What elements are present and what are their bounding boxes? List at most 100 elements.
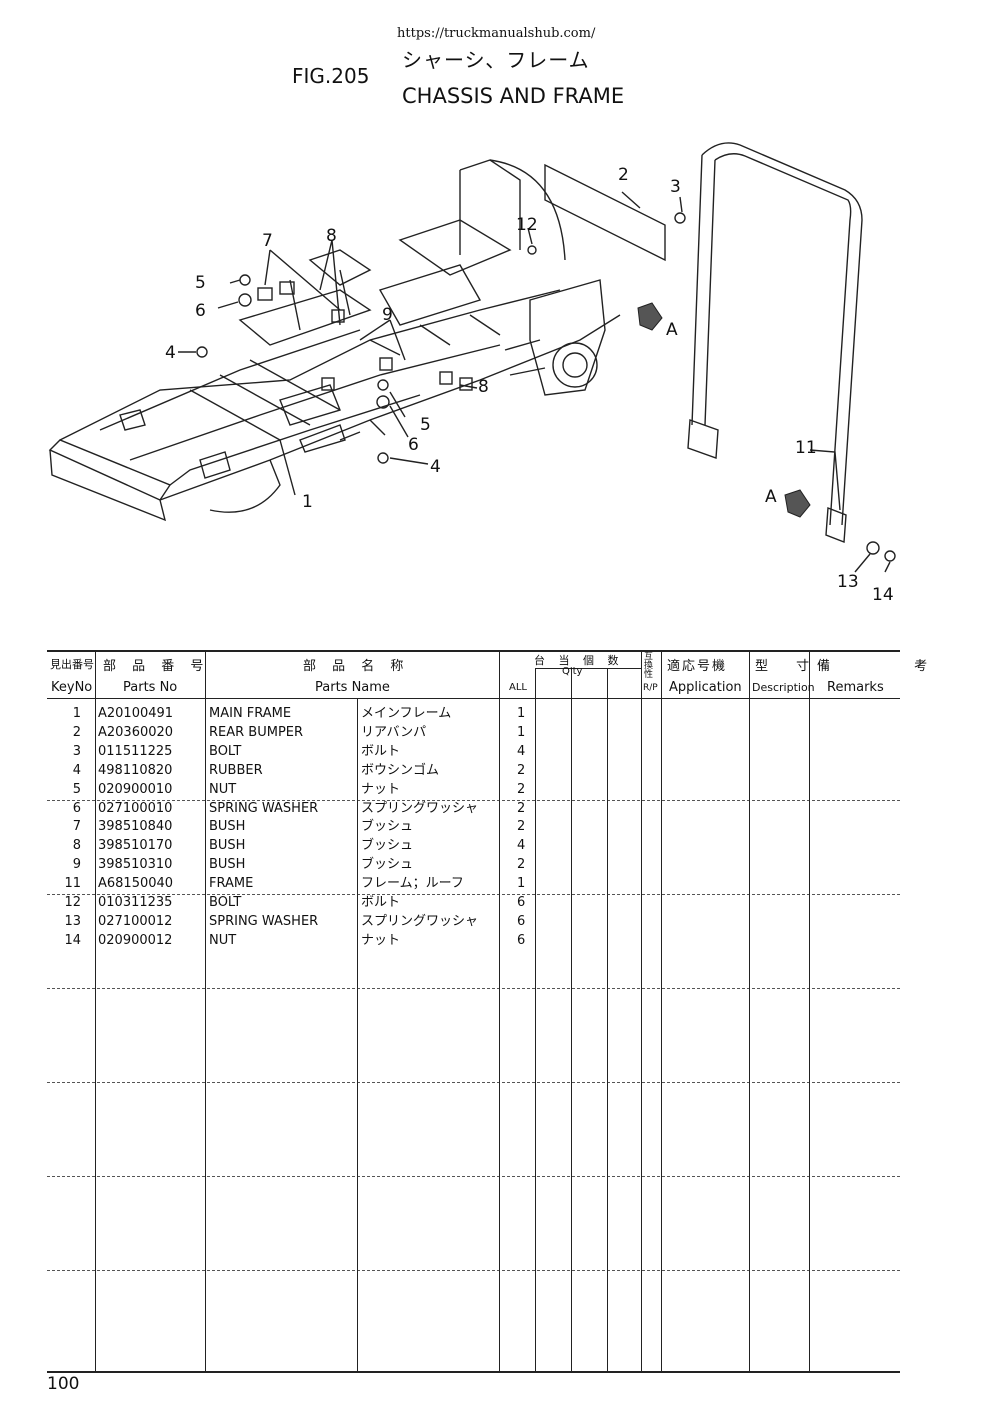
row-name-jp: ボルト xyxy=(361,895,401,910)
row-name-en: MAIN FRAME xyxy=(209,706,292,721)
header-all: ALL xyxy=(509,682,527,693)
row-name-en: BUSH xyxy=(209,857,246,873)
header-partsno: Parts No xyxy=(123,680,178,695)
callout-3: 3 xyxy=(670,177,681,197)
row-qty: 1 xyxy=(517,876,526,892)
row-partsno: 398510310 xyxy=(98,857,173,873)
parts-table: 見出番号 部 品 番 号 部 品 名 称 台 当 個 数 Q'ty 互換性 適応… xyxy=(47,650,927,1373)
title-english: CHASSIS AND FRAME xyxy=(402,84,625,108)
header-rp-jp: 互換性 xyxy=(644,652,654,680)
row-keyno: 2 xyxy=(72,724,81,740)
callout-a-left: A xyxy=(765,487,777,507)
roof-frame-drawing xyxy=(687,142,863,543)
row-qty: 1 xyxy=(517,706,526,721)
row-partsno: 020900012 xyxy=(98,932,173,948)
row-qty: 6 xyxy=(517,895,526,910)
header-description: Description xyxy=(752,681,815,694)
row-keyno: 11 xyxy=(64,876,81,892)
row-name-en: BUSH xyxy=(209,838,246,854)
header-name-jp: 部 品 名 称 xyxy=(303,659,410,674)
header-bottom-border xyxy=(47,698,900,699)
callout-2: 2 xyxy=(618,165,629,185)
row-name-jp: ナット xyxy=(361,932,401,948)
row-keyno: 8 xyxy=(72,838,81,854)
header-description-jp: 型 寸 xyxy=(755,659,822,674)
row-keyno: 7 xyxy=(72,819,81,835)
row-partsno: 398510840 xyxy=(98,819,173,835)
title-japanese: シャーシ、フレーム xyxy=(402,48,590,72)
row-partsno: 010311235 xyxy=(98,895,173,910)
row-keyno: 6 xyxy=(72,800,81,816)
row-partsno: 498110820 xyxy=(98,762,173,778)
row-keyno: 13 xyxy=(64,913,81,929)
axle-housing-drawing xyxy=(504,279,606,396)
header-remarks: Remarks xyxy=(827,680,884,695)
header-qty-jp: 台 当 個 数 xyxy=(534,654,624,667)
callout-14: 14 xyxy=(872,585,894,605)
row-partsno: 027100010 xyxy=(98,800,173,816)
callout-7: 7 xyxy=(262,231,273,251)
row-name-jp: ブッシュ xyxy=(361,857,414,873)
callout-4a: 4 xyxy=(165,343,176,363)
row-keyno: 1 xyxy=(72,706,81,721)
nut-14-drawing xyxy=(884,550,896,562)
row-partsno: 027100012 xyxy=(98,913,173,929)
header-keyno-jp: 見出番号 xyxy=(50,658,94,671)
row-name-en: FRAME xyxy=(209,876,254,892)
row-qty: 2 xyxy=(517,781,526,797)
row-partsno: A68150040 xyxy=(98,876,174,892)
row-name-en: NUT xyxy=(209,932,237,948)
callout-9: 9 xyxy=(382,305,393,325)
row-name-jp: ブッシュ xyxy=(361,819,414,835)
row-name-jp: リアバンパ xyxy=(361,724,427,740)
washer-13-drawing xyxy=(866,541,880,555)
washer-6-drawing xyxy=(238,293,252,307)
row-name-en: BOLT xyxy=(209,743,242,759)
row-name-jp: メインフレーム xyxy=(361,706,452,721)
header-application-jp: 適応号機 xyxy=(667,659,728,674)
row-name-jp: スプリングワッシャ xyxy=(361,913,479,929)
callout-6b: 6 xyxy=(408,435,419,455)
exploded-parts-diagram: 1 2 3 4 4 5 5 6 6 7 8 8 9 11 12 13 14 A … xyxy=(48,142,896,605)
row-name-jp: フレーム；ルーフ xyxy=(361,876,464,892)
row-qty: 6 xyxy=(517,932,526,948)
row-keyno: 12 xyxy=(64,895,81,910)
row-name-en: REAR BUMPER xyxy=(209,724,304,740)
callout-11: 11 xyxy=(795,438,817,458)
header-remarks-jp: 備 考 xyxy=(817,659,968,674)
callout-4b: 4 xyxy=(430,457,441,477)
callout-8a: 8 xyxy=(326,226,337,246)
row-qty: 2 xyxy=(517,762,526,778)
header-qty-en: Q'ty xyxy=(562,666,583,677)
callout-a-right: A xyxy=(666,320,678,340)
source-url[interactable]: https://truckmanualshub.com/ xyxy=(397,26,596,41)
page-number: 100 xyxy=(47,1374,80,1394)
row-qty: 2 xyxy=(517,800,526,816)
row-qty: 1 xyxy=(517,724,526,740)
row-qty: 4 xyxy=(517,838,526,854)
row-name-jp: ナット xyxy=(361,781,401,797)
rear-bumper-drawing xyxy=(544,163,666,262)
row-partsno: 011511225 xyxy=(98,743,173,759)
row-keyno: 3 xyxy=(72,743,81,759)
table-top-border xyxy=(47,650,900,652)
callout-1: 1 xyxy=(302,492,313,512)
header-partsname: Parts Name xyxy=(315,680,390,695)
row-name-en: RUBBER xyxy=(209,762,263,778)
row-keyno: 9 xyxy=(72,857,81,873)
row-name-en: SPRING WASHER xyxy=(209,800,319,816)
figure-number: FIG.205 xyxy=(292,64,370,88)
row-partsno: A20360020 xyxy=(98,724,174,740)
table-bottom-border xyxy=(47,1371,900,1373)
row-partsno: 398510170 xyxy=(98,838,173,854)
bolt-12-drawing xyxy=(527,245,537,255)
row-name-en: BUSH xyxy=(209,819,246,835)
row-keyno: 14 xyxy=(64,932,81,948)
row-name-jp: ボルト xyxy=(361,743,401,759)
row-name-jp: スプリングワッシャ xyxy=(361,800,479,816)
main-frame-drawing xyxy=(48,159,621,522)
row-partsno: A20100491 xyxy=(98,706,174,721)
callout-8b: 8 xyxy=(478,377,489,397)
row-name-en: SPRING WASHER xyxy=(209,913,319,929)
row-keyno: 4 xyxy=(72,762,81,778)
